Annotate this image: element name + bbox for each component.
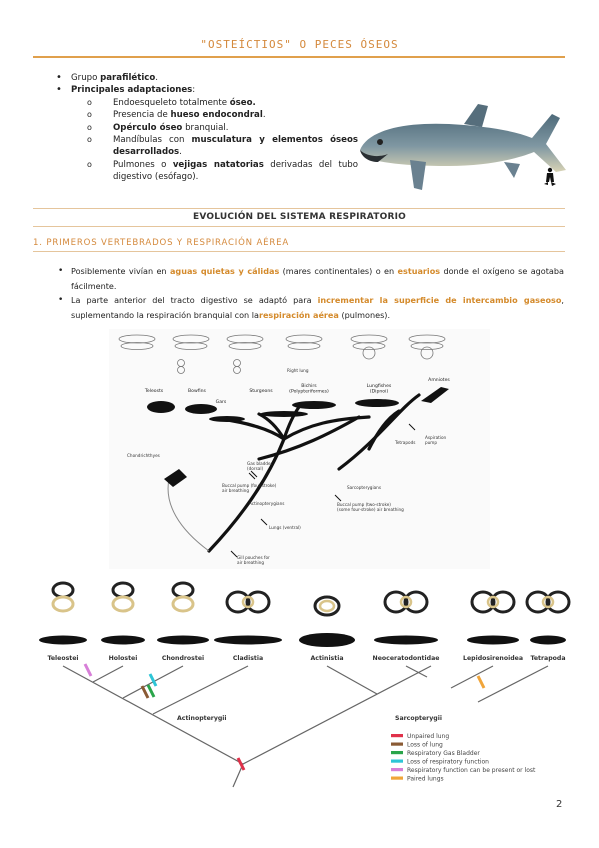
figure1-taxon-label: Bichirs(Polypteriformes) (289, 383, 329, 394)
character-tick-mark (236, 757, 246, 771)
figure1-annotation-buccal4: Buccal pump (four-stroke)air breathing (222, 483, 277, 493)
organ-sketch-icon (118, 334, 156, 344)
organ-sketch-icon (172, 334, 210, 344)
legend-swatch (391, 734, 403, 738)
organ-sketch-icon (226, 334, 264, 344)
animal-silhouette-icon (299, 633, 355, 647)
legend-label: Paired lungs (407, 776, 444, 783)
animal-silhouette-icon (530, 635, 566, 645)
figure2-taxon-label: Cladistia (233, 655, 263, 662)
paragraph-habitat: • Posiblemente vivían en aguas quietas y… (58, 266, 564, 291)
section-title: EVOLUCIÓN DEL SISTEMA RESPIRATORIO (193, 212, 406, 222)
fish-silhouette-icon (185, 404, 217, 414)
sub-list-item: Pulmones o vejigas natatorias derivadas … (71, 159, 358, 184)
figure1-annotation-lungs: Lungs (ventral) (269, 525, 301, 530)
lung-organ-icon (525, 590, 571, 614)
animal-silhouette-icon (467, 635, 519, 645)
diver-silhouette-icon (544, 167, 556, 186)
legend-label: Respiratory Gas Bladder (407, 750, 480, 757)
fish-silhouette-icon (147, 401, 175, 413)
figure1-annotation-tetrapods: Tetrapods (394, 440, 415, 445)
subsection-title: 1. PRIMEROS VERTEBRADOS Y RESPIRACIÓN AÉ… (33, 238, 290, 248)
legend-swatch (391, 742, 403, 746)
organ-sketch-icon (350, 334, 388, 344)
figure1-annotation-chondrichthyes: Chondrichthyes (127, 453, 160, 458)
lung-organ-icon (313, 595, 341, 617)
animal-silhouette-icon (374, 635, 438, 645)
figure2-taxon-label: Lepidosirenoidea (463, 655, 523, 662)
figure1-annotation-sarcopterygians: Sarcopterygians (347, 485, 381, 490)
clade-label-sarcopterygii: Sarcopterygii (395, 715, 442, 722)
fish-silhouette-icon (292, 401, 336, 409)
figure1-taxon-label: Bowfins (188, 388, 207, 394)
legend-swatch (391, 751, 403, 755)
figure1-taxon-label: Amniotes (428, 377, 450, 383)
clade-label-actinopterygii: Actinopterygii (177, 715, 227, 722)
character-tick-mark (476, 675, 486, 689)
legend-label: Respiratory function can be present or l… (407, 767, 536, 774)
list-item: Principales adaptaciones: Endoesqueleto … (38, 84, 358, 183)
lung-organ-icon (111, 581, 135, 613)
legend-swatch (391, 759, 403, 763)
fish-silhouette-icon (355, 399, 399, 407)
figure1-annotation-buccal2: Buccal pump (two-stroke)(some four-strok… (337, 502, 404, 512)
adaptations-sublist: Endoesqueleto totalmente óseo. Presencia… (71, 97, 358, 184)
figure1-taxon-label: Sturgeons (249, 388, 273, 394)
animal-silhouette-icon (157, 635, 209, 645)
lung-organ-icon (51, 581, 75, 613)
legend-label: Loss of respiratory function (407, 759, 489, 766)
character-tick-mark (83, 663, 93, 677)
subsection-divider (33, 251, 565, 252)
figure1-annotation-actinopterygians: Actinopterygians (249, 501, 284, 506)
legend-swatch (391, 776, 403, 780)
fish-silhouette-icon (209, 416, 245, 422)
bony-fish-illustration (360, 104, 566, 190)
section-divider-top (33, 208, 565, 209)
lung-organ-icon (383, 590, 429, 614)
page-number: 2 (556, 799, 563, 810)
animal-silhouette-icon (39, 635, 87, 645)
page-header-title: "OSTEÍCTIOS" O PECES ÓSEOS (200, 38, 399, 51)
character-tick-mark (148, 673, 158, 687)
sub-list-item: Presencia de hueso endocondral. (71, 109, 358, 122)
figure2-taxon-label: Chondrostei (162, 655, 204, 662)
figure1-taxon-label: Gars (216, 399, 227, 405)
figure2-taxon-label: Teleostei (47, 655, 78, 662)
organ-sketch-icon (285, 334, 323, 344)
figure1-taxon-label: Teleosts (144, 388, 164, 394)
organ-sketch-icon (408, 334, 446, 344)
section-divider-bottom (33, 226, 565, 227)
figure2-taxon-label: Holostei (109, 655, 138, 662)
animal-silhouette-icon (101, 635, 145, 645)
header-divider (33, 56, 565, 58)
adaptations-list: Grupo parafilético. Principales adaptaci… (38, 72, 358, 184)
character-tick-mark (140, 685, 150, 699)
lung-organ-icon (470, 590, 516, 614)
sub-list-item: Mandíbulas con musculatura y elementos ó… (71, 134, 358, 159)
figure2-taxon-label: Neoceratodontidae (373, 655, 440, 662)
shark-silhouette-icon (164, 469, 187, 487)
figure2-taxon-label: Actinistia (311, 655, 344, 662)
legend-label: Unpaired lung (407, 733, 449, 740)
lung-organ-icon (225, 590, 271, 614)
figure2-taxon-label: Tetrapoda (530, 655, 565, 662)
figure1-annotation-gas-bladder: Gas bladder(dorsal) (247, 461, 273, 471)
sub-list-item: Opérculo óseo branquial. (71, 122, 358, 135)
figure1-taxon-label: Lungfishes(Dipnoi) (367, 383, 392, 394)
figure1-annotation-right-lung: Right lung (287, 368, 309, 373)
sub-list-item: Endoesqueleto totalmente óseo. (71, 97, 358, 110)
amniote-silhouette-icon (421, 387, 449, 403)
list-item: Grupo parafilético. (38, 72, 358, 85)
animal-silhouette-icon (214, 635, 282, 645)
fish-silhouette-icon (260, 411, 308, 417)
legend-swatch (391, 768, 403, 772)
paragraph-adaptation: • La parte anterior del tracto digestivo… (58, 295, 564, 320)
lung-organ-icon (171, 581, 195, 613)
character-tick-mark (146, 684, 156, 698)
legend-label: Loss of lung (407, 742, 443, 749)
